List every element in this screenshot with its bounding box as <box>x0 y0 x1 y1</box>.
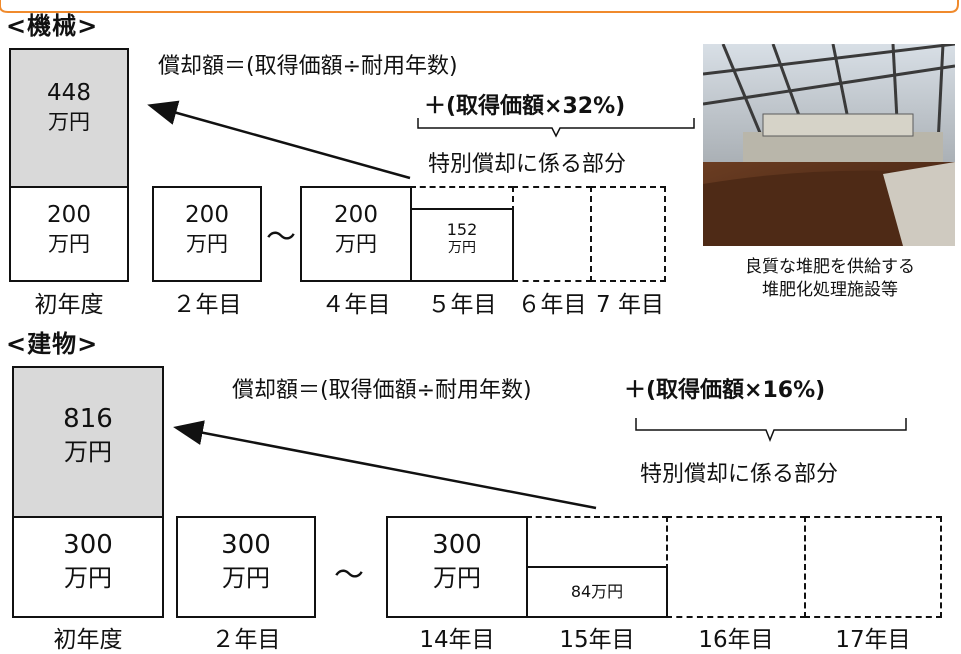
machine-tilde: ～ <box>266 220 296 255</box>
machine-label-year6: ６年目 <box>517 292 587 318</box>
machine-year5-unit: 万円 <box>448 240 476 256</box>
machine-label-year5: ５年目 <box>427 292 497 318</box>
building-first-bottom-unit: 万円 <box>64 564 112 592</box>
machine-label-year2: ２年目 <box>172 292 242 318</box>
top-accent-border-svg <box>0 0 959 13</box>
machine-first-top-unit: 万円 <box>48 110 90 134</box>
building-year17-frame <box>804 516 942 618</box>
building-year2-value: 300 <box>221 530 271 560</box>
building-first-top-value: 816 <box>63 404 113 434</box>
machine-first-year-normal-box: 200 万円 <box>9 186 129 282</box>
building-formula-extra: ＋(取得価額×16%) <box>624 378 826 403</box>
building-label-year15: 15年目 <box>559 627 635 653</box>
top-accent-border <box>0 0 961 16</box>
machine-label-year7: 7 年目 <box>596 292 664 318</box>
building-first-year-special-box: 816 万円 <box>12 366 164 518</box>
building-year2-unit: 万円 <box>222 564 270 592</box>
building-first-year-normal-box: 300 万円 <box>12 516 164 618</box>
machine-first-year-special-box: 448 万円 <box>9 48 129 188</box>
building-year16-frame <box>666 516 806 618</box>
photo-caption-line1: 良質な堆肥を供給する <box>745 257 915 277</box>
photo-caption: 良質な堆肥を供給する 堆肥化処理施設等 <box>700 256 960 302</box>
machine-label-year4: ４年目 <box>321 292 391 318</box>
building-label-year2: ２年目 <box>211 627 281 653</box>
machine-year7-frame <box>590 186 666 282</box>
building-brace-label: 特別償却に係る部分 <box>640 462 839 487</box>
composting-facility-photo-svg <box>702 42 956 246</box>
machine-year5-box: 152 万円 <box>410 208 514 282</box>
building-year15-box: 84万円 <box>526 566 668 618</box>
building-year14-value: 300 <box>432 530 482 560</box>
machine-formula-extra: ＋(取得価額×32%) <box>424 94 626 119</box>
machine-year4-value: 200 <box>334 202 378 228</box>
building-label-year14: 14年目 <box>419 627 495 653</box>
machine-heading: <機械> <box>6 12 99 40</box>
machine-brace <box>417 118 695 138</box>
building-arrow <box>173 420 597 510</box>
machine-first-bottom-value: 200 <box>47 202 91 228</box>
machine-year2-box: 200 万円 <box>152 186 262 282</box>
machine-arrow <box>147 100 411 180</box>
machine-year6-frame <box>512 186 592 282</box>
machine-year2-unit: 万円 <box>186 232 228 256</box>
machine-label-first-year: 初年度 <box>34 292 104 318</box>
building-year14-unit: 万円 <box>433 564 481 592</box>
building-label-year17: 17年目 <box>835 627 911 653</box>
building-first-bottom-value: 300 <box>63 530 113 560</box>
machine-formula-main: 償却額＝(取得価額÷耐用年数) <box>158 54 458 79</box>
photo-caption-line2: 堆肥化処理施設等 <box>762 279 898 300</box>
building-first-top-unit: 万円 <box>64 438 112 466</box>
composting-facility-photo <box>702 42 956 246</box>
machine-first-bottom-unit: 万円 <box>48 232 90 256</box>
machine-year2-value: 200 <box>185 202 229 228</box>
machine-year4-unit: 万円 <box>335 232 377 256</box>
machine-year4-box: 200 万円 <box>300 186 412 282</box>
building-tilde: ～ <box>334 558 364 593</box>
building-year15-value: 84万円 <box>570 582 624 601</box>
building-label-first-year: 初年度 <box>53 627 123 653</box>
building-formula-main: 償却額＝(取得価額÷耐用年数) <box>232 378 532 403</box>
machine-year5-value: 152 <box>446 220 478 239</box>
building-label-year16: 16年目 <box>698 627 774 653</box>
building-year14-box: 300 万円 <box>386 516 528 618</box>
building-heading: <建物> <box>6 330 99 358</box>
machine-first-top-value: 448 <box>47 80 91 106</box>
building-year2-box: 300 万円 <box>176 516 316 618</box>
machine-brace-label: 特別償却に係る部分 <box>428 152 627 177</box>
building-brace <box>635 418 907 443</box>
